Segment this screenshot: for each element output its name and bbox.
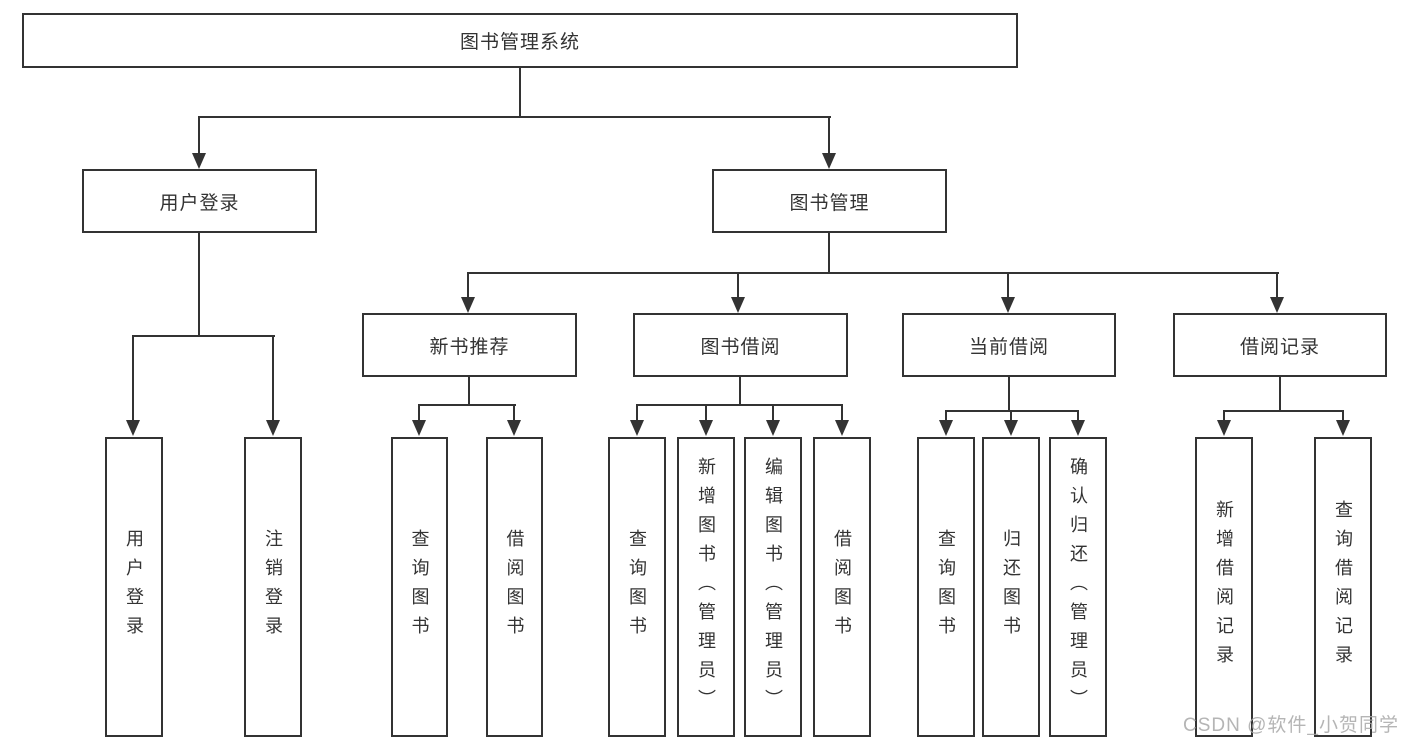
arrow-down-icon [412, 420, 426, 436]
arrow-down-icon [461, 297, 475, 313]
connector-line [1223, 410, 1344, 412]
connector-line [737, 272, 739, 298]
connector-line [945, 410, 1079, 412]
arrow-down-icon [507, 420, 521, 436]
arrow-down-icon [630, 420, 644, 436]
connector-line [705, 404, 707, 421]
leaf-record-add-borrow-record: 新增借阅记录 [1195, 437, 1253, 737]
connector-line [513, 404, 515, 421]
connector-line [132, 335, 134, 421]
connector-line [772, 404, 774, 421]
arrow-down-icon [822, 153, 836, 169]
leaf-logout: 注销登录 [244, 437, 302, 737]
node-root: 图书管理系统 [22, 13, 1018, 68]
connector-line [828, 233, 830, 274]
node-book-management-group: 图书管理 [712, 169, 947, 233]
arrow-down-icon [939, 420, 953, 436]
leaf-borrow-edit-books-admin: 编辑图书（管理员） [744, 437, 802, 737]
node-new-book-recommend: 新书推荐 [362, 313, 577, 377]
connector-line [841, 404, 843, 421]
connector-line [468, 377, 470, 406]
connector-line [467, 272, 469, 298]
node-current-borrow: 当前借阅 [902, 313, 1116, 377]
connector-line [1276, 272, 1278, 298]
connector-line [418, 404, 516, 406]
arrow-down-icon [731, 297, 745, 313]
connector-line [945, 410, 947, 421]
connector-line [1077, 410, 1079, 421]
leaf-newbook-query-books: 查询图书 [391, 437, 448, 737]
connector-line [272, 335, 274, 421]
arrow-down-icon [1336, 420, 1350, 436]
arrow-down-icon [835, 420, 849, 436]
connector-line [132, 335, 275, 337]
leaf-borrow-query-books: 查询图书 [608, 437, 666, 737]
connector-line [418, 404, 420, 421]
leaf-user-login: 用户登录 [105, 437, 163, 737]
arrow-down-icon [766, 420, 780, 436]
connector-line [1342, 410, 1344, 421]
node-borrow-record: 借阅记录 [1173, 313, 1387, 377]
csdn-watermark: CSDN @软件_小贺同学 [1183, 715, 1399, 736]
arrow-down-icon [1217, 420, 1231, 436]
connector-line [636, 404, 843, 406]
arrow-down-icon [1004, 420, 1018, 436]
arrow-down-icon [699, 420, 713, 436]
arrow-down-icon [126, 420, 140, 436]
connector-line [739, 377, 741, 406]
leaf-borrow-borrow-books: 借阅图书 [813, 437, 871, 737]
node-user-login-group: 用户登录 [82, 169, 317, 233]
connector-line [828, 116, 830, 155]
connector-line [1008, 377, 1010, 412]
connector-line [198, 116, 200, 155]
arrow-down-icon [266, 420, 280, 436]
connector-line [519, 68, 521, 117]
leaf-current-confirm-return-admin: 确认归还（管理员） [1049, 437, 1107, 737]
connector-line [1007, 272, 1009, 298]
node-book-borrow: 图书借阅 [633, 313, 848, 377]
arrow-down-icon [1001, 297, 1015, 313]
connector-line [198, 116, 831, 118]
connector-line [467, 272, 1279, 274]
arrow-down-icon [192, 153, 206, 169]
arrow-down-icon [1270, 297, 1284, 313]
leaf-current-return-books: 归还图书 [982, 437, 1040, 737]
leaf-current-query-books: 查询图书 [917, 437, 975, 737]
arrow-down-icon [1071, 420, 1085, 436]
connector-line [198, 233, 200, 337]
connector-line [1010, 410, 1012, 421]
connector-line [636, 404, 638, 421]
leaf-record-query-borrow-record: 查询借阅记录 [1314, 437, 1372, 737]
connector-line [1223, 410, 1225, 421]
leaf-newbook-borrow-books: 借阅图书 [486, 437, 543, 737]
leaf-borrow-add-books-admin: 新增图书（管理员） [677, 437, 735, 737]
connector-line [1279, 377, 1281, 412]
